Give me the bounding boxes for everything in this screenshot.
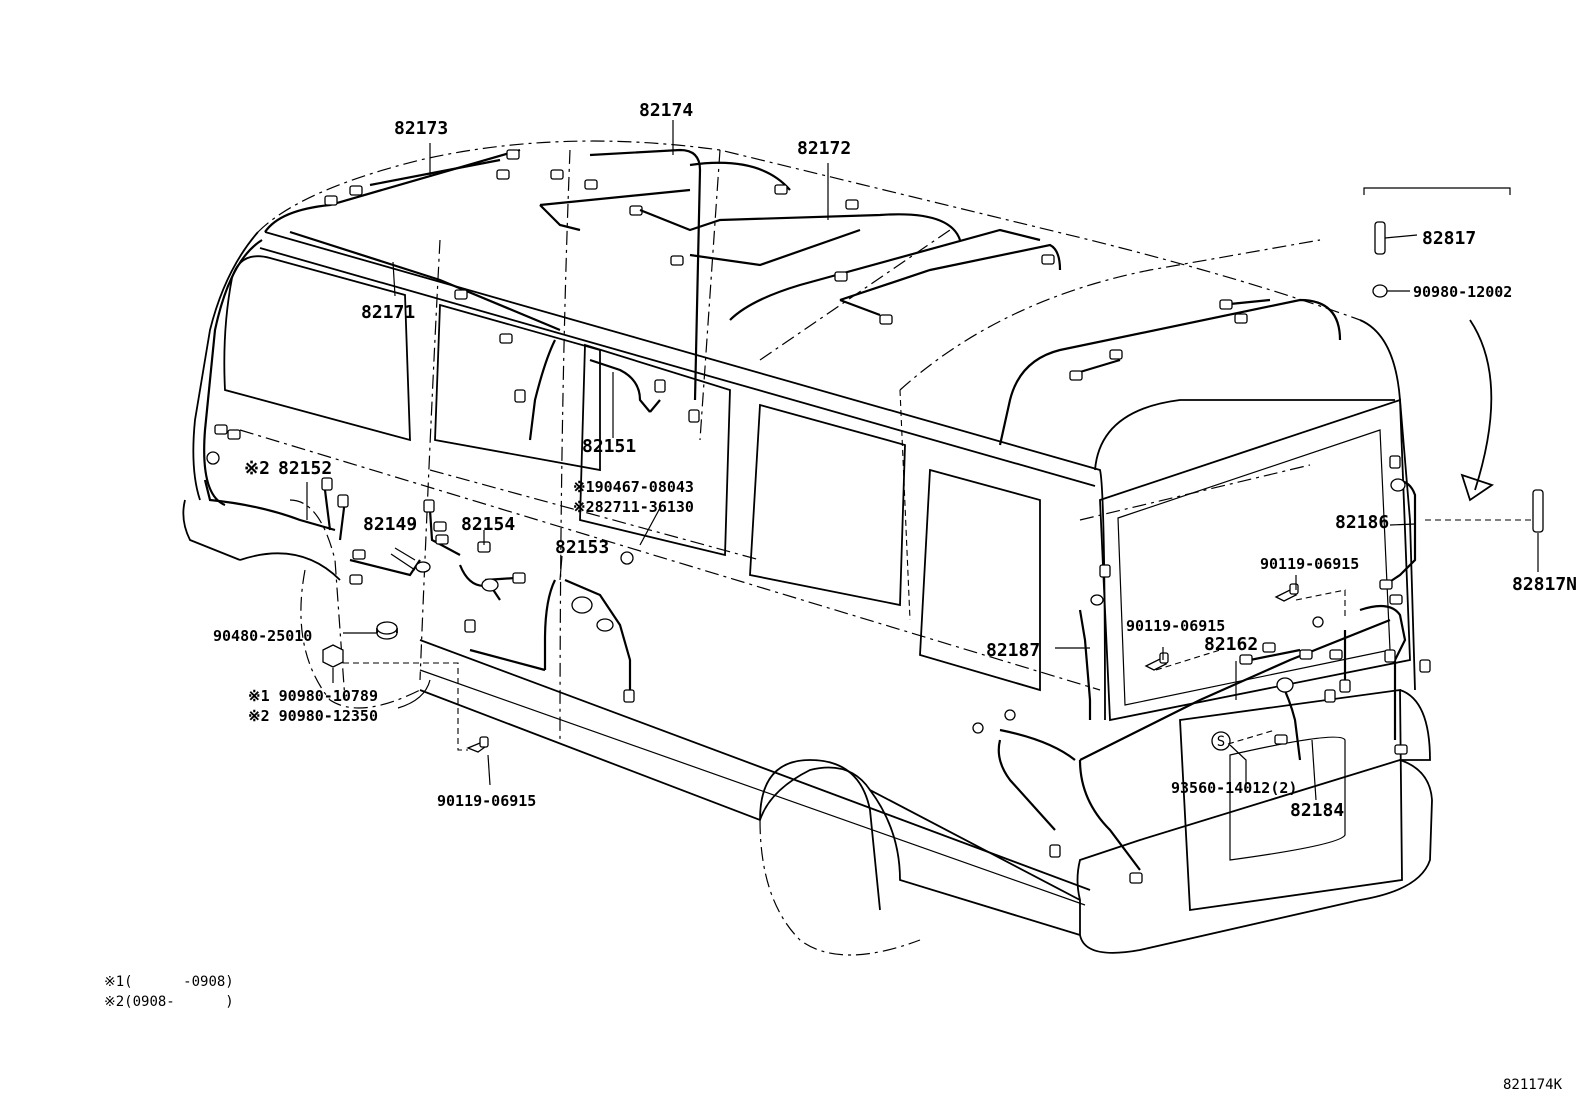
roof-harness-rear xyxy=(998,298,1342,446)
van-body xyxy=(182,140,1433,956)
label-82162: 82162 xyxy=(1204,634,1258,655)
harness-82186 xyxy=(1324,455,1431,755)
clamp-90980-10789 xyxy=(322,644,344,668)
roof-harness-82174 xyxy=(539,148,791,423)
figure-id: 821174K xyxy=(1503,1077,1563,1093)
fuse-82817N xyxy=(1532,489,1544,533)
label-90119-06915-right1: 90119-06915 xyxy=(1260,555,1359,573)
harness-82152 xyxy=(203,451,349,541)
label-82173: 82173 xyxy=(394,118,448,139)
label-90980-12002: 90980-12002 xyxy=(1413,283,1512,301)
fuse-82817 xyxy=(1374,221,1386,255)
label-90980-10789: ※1 90980-10789 xyxy=(248,687,378,705)
label-90480-25010: 90480-25010 xyxy=(213,627,312,645)
harness-82154 xyxy=(458,541,526,633)
label-93560-14012: 93560-14012(2) xyxy=(1171,779,1297,797)
label-82174: 82174 xyxy=(639,100,693,121)
harness-82149 xyxy=(349,499,461,585)
label-82149: 82149 xyxy=(363,514,417,535)
roof-harness-82173 xyxy=(264,148,521,233)
clamp-90980-12002 xyxy=(1372,284,1388,298)
label-82817: 82817 xyxy=(1422,228,1476,249)
roof-harness-82172 xyxy=(639,199,1062,325)
grommet-90480-25010 xyxy=(376,621,398,640)
label-82152-mark: ※2 xyxy=(244,458,270,479)
s-symbol-text: S xyxy=(1217,734,1225,750)
harness-82187 xyxy=(972,564,1111,858)
label-90119-06915-bottom: 90119-06915 xyxy=(437,792,536,810)
label-82187: 82187 xyxy=(986,640,1040,661)
label-82186: 82186 xyxy=(1335,512,1389,533)
label-82152: 82152 xyxy=(278,458,332,479)
harness-82171 xyxy=(203,230,561,507)
footnotes: ※1( -0908) ※2(0908- ) xyxy=(104,974,234,1010)
label-82151: 82151 xyxy=(582,436,636,457)
footnote-2: ※2(0908- ) xyxy=(104,994,234,1010)
label-82171: 82171 xyxy=(361,302,415,323)
callout-labels: 82173 82174 82172 82171 82151 ※2 82152 8… xyxy=(213,100,1577,821)
leader-lines xyxy=(306,120,1539,801)
label-82172: 82172 xyxy=(797,138,851,159)
bolt-90119-right1 xyxy=(1274,583,1299,602)
label-82154: 82154 xyxy=(461,514,515,535)
label-90467-08043: ※190467-08043 xyxy=(573,478,694,496)
label-82711-36130: ※282711-36130 xyxy=(573,498,694,516)
bolt-90119-right2 xyxy=(1144,652,1169,671)
s-symbol-marker: S xyxy=(1211,731,1231,751)
harness-82184 xyxy=(1274,677,1302,761)
label-82153: 82153 xyxy=(555,537,609,558)
label-90980-12350: ※2 90980-12350 xyxy=(248,707,378,725)
harness-82162 xyxy=(1078,616,1391,884)
harness-82153 xyxy=(469,551,635,703)
label-82184: 82184 xyxy=(1290,800,1344,821)
footnote-1: ※1( -0908) xyxy=(104,974,234,990)
label-82817N: 82817N xyxy=(1512,574,1577,595)
label-90119-06915-right2: 90119-06915 xyxy=(1126,617,1225,635)
bolt-90119-bottom xyxy=(466,736,489,753)
harness-82151 xyxy=(589,358,666,413)
